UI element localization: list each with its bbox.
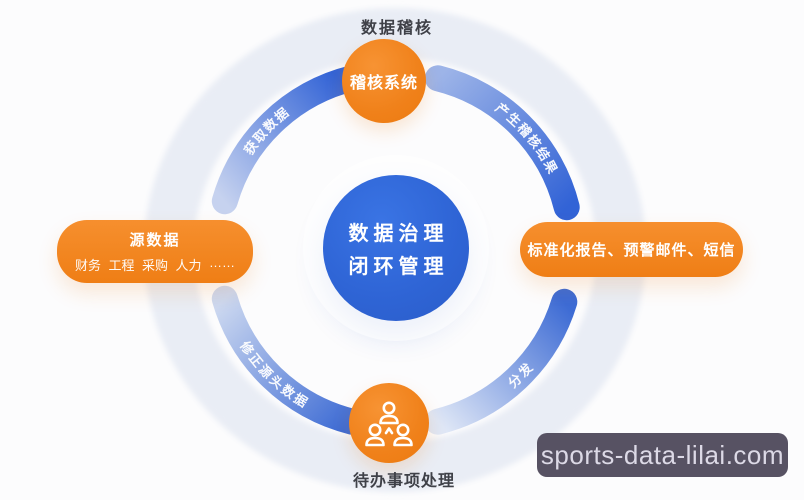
arc-bottom-right bbox=[424, 288, 578, 435]
people-group-icon bbox=[365, 401, 413, 447]
source-data-node: 源数据 财务 工程 采购 人力 …… bbox=[57, 220, 253, 283]
source-item-more: …… bbox=[209, 255, 235, 270]
audit-system-label: 稽核系统 bbox=[349, 75, 418, 92]
watermark-text: sports-data-lilai.com bbox=[540, 439, 785, 470]
center-line2: 闭环管理 bbox=[348, 256, 449, 278]
output-label: 标准化报告、预警邮件、短信 bbox=[527, 242, 736, 259]
source-item-finance: 财务 bbox=[75, 258, 102, 273]
center-line1: 数据治理 bbox=[348, 223, 449, 245]
watermark-badge[interactable]: sports-data-lilai.com bbox=[537, 433, 788, 477]
source-item-hr: 人力 bbox=[175, 258, 202, 273]
source-data-title: 源数据 bbox=[129, 232, 181, 249]
bottom-caption-todo-processing: 待办事项处理 bbox=[352, 473, 455, 490]
todo-node bbox=[349, 383, 429, 463]
top-caption-data-audit: 数据稽核 bbox=[360, 20, 433, 37]
center-governance-circle: 数据治理 闭环管理 bbox=[323, 175, 469, 321]
source-item-engineering: 工程 bbox=[108, 258, 135, 273]
source-data-items: 财务 工程 采购 人力 …… bbox=[57, 255, 253, 274]
audit-system-node: 稽核系统 bbox=[342, 39, 426, 123]
source-item-procurement: 采购 bbox=[142, 258, 169, 273]
arc-bottom-left bbox=[211, 285, 366, 435]
output-node: 标准化报告、预警邮件、短信 bbox=[520, 222, 743, 277]
